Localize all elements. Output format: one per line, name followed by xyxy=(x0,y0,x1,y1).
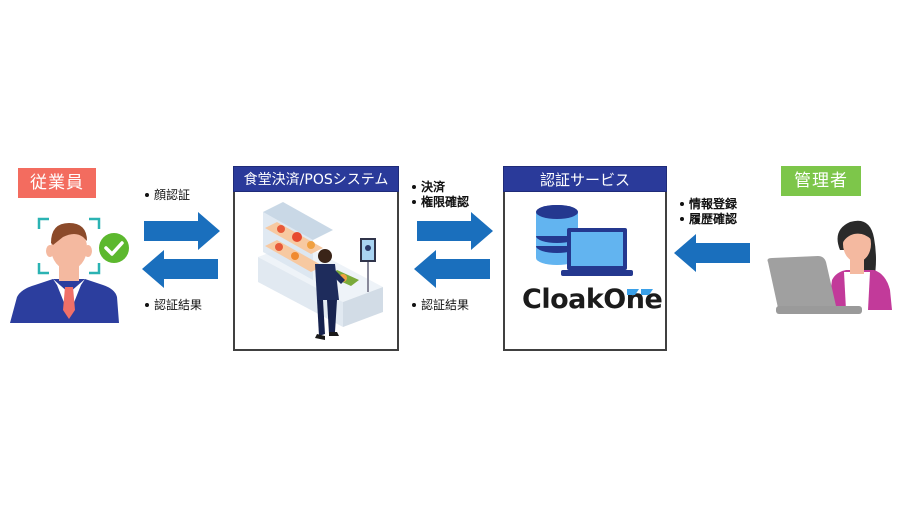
check-icon xyxy=(99,233,129,263)
admin-label: 管理者 xyxy=(781,166,861,196)
flow-item: 権限確認 xyxy=(421,195,470,209)
arrow-right-icon xyxy=(144,212,220,250)
flow-item: 履歴確認 xyxy=(689,212,738,226)
pos-system-title: 食堂決済/POSシステム xyxy=(233,166,399,192)
flow-pos-to-auth-note: 決済 権限確認 xyxy=(412,180,469,210)
flow-employee-to-pos-note: 顔認証 xyxy=(145,188,190,203)
database-laptop-icon xyxy=(536,205,633,276)
auth-service-box: 認証サービス CloakOne xyxy=(503,166,667,351)
cloakone-logo: CloakOne xyxy=(522,284,663,315)
bullet xyxy=(145,302,149,307)
arrow-right-icon xyxy=(417,212,493,250)
cafeteria-pos-illustration xyxy=(258,202,383,340)
employee-face-auth-icon xyxy=(10,217,129,323)
auth-service-title: 認証サービス xyxy=(503,166,667,192)
arrow-left-icon xyxy=(414,250,490,288)
arrow-left-icon xyxy=(142,250,218,288)
bullet xyxy=(412,199,416,204)
bullet xyxy=(680,216,684,221)
flow-auth-to-pos-note: 認証結果 xyxy=(412,298,469,313)
flow-item: 決済 xyxy=(421,180,446,194)
bullet xyxy=(680,201,684,206)
bullet xyxy=(412,184,416,189)
admin-laptop-icon xyxy=(767,220,892,314)
flow-item: 顔認証 xyxy=(154,188,191,202)
flow-item: 情報登録 xyxy=(689,197,738,211)
logo-accent-icon xyxy=(627,289,653,295)
pos-system-box: 食堂決済/POSシステム xyxy=(233,166,399,351)
flow-admin-to-auth-note: 情報登録 履歴確認 xyxy=(680,197,737,227)
employee-label: 従業員 xyxy=(18,168,96,198)
flow-item: 認証結果 xyxy=(421,298,470,312)
bullet xyxy=(145,192,149,197)
flow-pos-to-employee-note: 認証結果 xyxy=(145,298,202,313)
bullet xyxy=(412,302,416,307)
arrow-left-icon xyxy=(674,234,750,272)
flow-item: 認証結果 xyxy=(154,298,203,312)
